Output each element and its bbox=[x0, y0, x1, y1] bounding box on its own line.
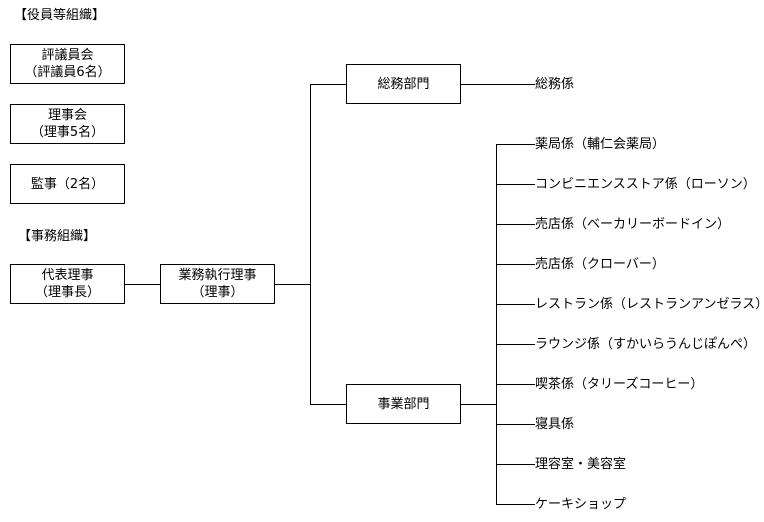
section-restaurant: レストラン係（レストランアンゼラス） bbox=[535, 297, 764, 312]
connector-business-bracket bbox=[461, 404, 497, 405]
connector-trunk-business bbox=[310, 404, 346, 405]
connector-executive-trunk bbox=[275, 284, 311, 285]
general-affairs-department-label: 総務部門 bbox=[377, 76, 430, 92]
connector-trunk-general-affairs bbox=[310, 84, 346, 85]
council-label: 評議員会 bbox=[41, 48, 94, 63]
representative-title: （理事長） bbox=[34, 285, 100, 300]
tick-business-section bbox=[496, 464, 535, 465]
tick-business-section bbox=[496, 344, 535, 345]
executive-title: （理事） bbox=[191, 285, 244, 300]
section-pharmacy: 薬局係（輔仁会薬局） bbox=[535, 137, 666, 152]
business-department-label: 事業部門 bbox=[377, 396, 430, 412]
tick-business-section bbox=[496, 504, 535, 505]
tick-business-section bbox=[496, 264, 535, 265]
council-box: 評議員会 （評議員6名） bbox=[10, 44, 125, 84]
officers-heading: 【役員等組織】 bbox=[14, 8, 106, 23]
office-heading: 【事務組織】 bbox=[18, 229, 97, 244]
section-bedding: 寝具係 bbox=[535, 417, 575, 432]
connector-trunk-vertical bbox=[310, 84, 311, 405]
general-affairs-department-box: 総務部門 bbox=[346, 64, 461, 104]
section-shop-bakery: 売店係（ベーカリーボードイン） bbox=[535, 217, 731, 232]
section-barber-beauty: 理容室・美容室 bbox=[535, 457, 627, 472]
auditor-box: 監事（2名） bbox=[10, 164, 125, 204]
connector-representative-executive bbox=[125, 284, 160, 285]
board-box: 理事会 （理事5名） bbox=[10, 104, 125, 144]
executive-label: 業務執行理事 bbox=[178, 268, 257, 283]
section-shop-clover: 売店係（クローバー） bbox=[535, 257, 665, 272]
section-general-affairs: 総務係 bbox=[535, 77, 575, 92]
section-cake-shop: ケーキショップ bbox=[535, 497, 627, 512]
tick-business-section bbox=[496, 184, 535, 185]
executive-box: 業務執行理事 （理事） bbox=[160, 264, 275, 304]
representative-label: 代表理事 bbox=[41, 268, 94, 283]
section-lounge: ラウンジ係（すかいらうんじぽんぺ） bbox=[535, 337, 757, 352]
tick-business-section bbox=[496, 304, 535, 305]
tick-business-section bbox=[496, 144, 535, 145]
business-department-box: 事業部門 bbox=[346, 384, 461, 424]
connector-business-vertical bbox=[496, 144, 497, 505]
tick-business-section bbox=[496, 224, 535, 225]
section-convenience-store: コンビニエンスストア係（ローソン） bbox=[535, 177, 756, 192]
board-members: （理事5名） bbox=[30, 125, 105, 140]
auditor-label: 監事（2名） bbox=[30, 176, 105, 192]
section-cafe: 喫茶係（タリーズコーヒー） bbox=[535, 377, 704, 392]
council-members: （評議員6名） bbox=[24, 65, 111, 80]
connector-general-affairs-section bbox=[461, 84, 535, 85]
representative-box: 代表理事 （理事長） bbox=[10, 264, 125, 304]
tick-business-section bbox=[496, 384, 535, 385]
tick-business-section bbox=[496, 424, 535, 425]
board-label: 理事会 bbox=[47, 108, 87, 123]
